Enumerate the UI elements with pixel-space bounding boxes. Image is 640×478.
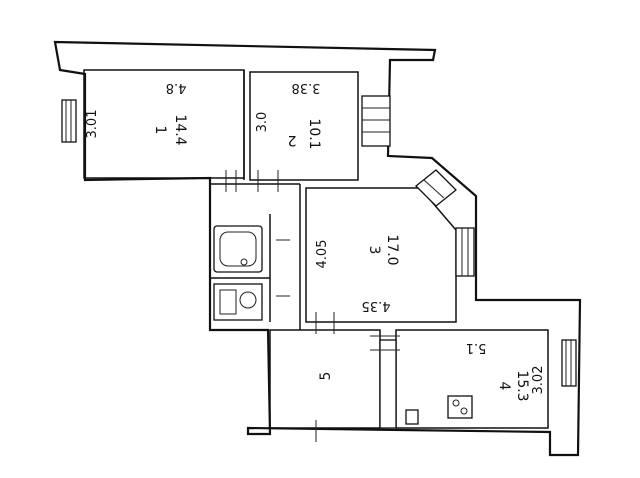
room-1-area: 14.4 (172, 114, 188, 145)
room-3-width-label: 4.05 (315, 240, 330, 269)
window-room-1 (61, 99, 77, 143)
room-4-number: 4 (496, 382, 512, 391)
room-4-length-label: 5.1 (466, 340, 487, 355)
room-3-number: 3 (366, 246, 382, 255)
room-3-area: 17.0 (384, 234, 400, 265)
window-room-3-bay (415, 169, 475, 277)
window-room-2 (361, 95, 391, 147)
room-2-number: 2 (288, 132, 297, 148)
chimney-column (379, 339, 397, 429)
room-2-area: 10.1 (306, 118, 322, 149)
room-5-number: 5 (318, 372, 334, 381)
room-1-length-label: 4.8 (166, 80, 187, 95)
kitchen-sink-icon (405, 409, 419, 425)
room-1-number: 1 (152, 126, 168, 135)
room-4-width-label: 3.02 (531, 366, 546, 395)
bathtub-icon (213, 225, 263, 273)
room-2-outline (249, 71, 359, 181)
room-3-length-label: 4.35 (362, 298, 391, 313)
room-1-width-label: 3.01 (85, 110, 100, 139)
room-4-area: 15.3 (514, 370, 530, 401)
door-marks (225, 170, 400, 442)
room-2-length-label: 3.38 (292, 80, 321, 95)
room-2-width-label: 3.0 (255, 112, 270, 133)
stove-icon (447, 395, 473, 419)
toilet-sink-icon (213, 283, 263, 321)
window-room-4 (561, 339, 577, 387)
